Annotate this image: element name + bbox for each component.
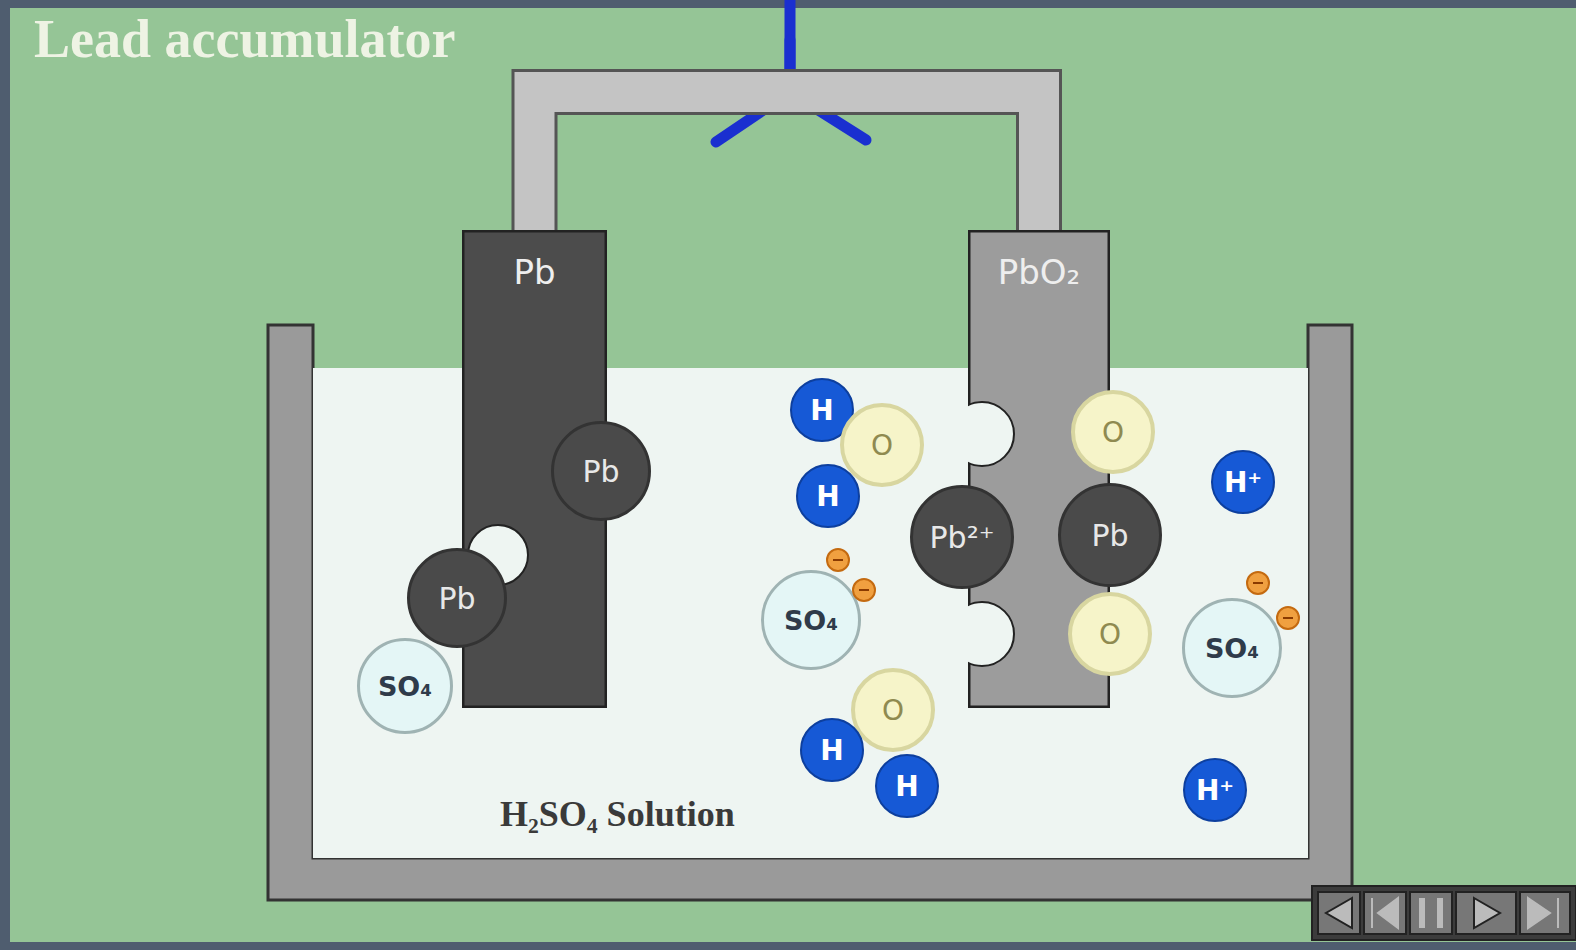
player-controls [1312,886,1576,940]
oxygen-atom: O [851,668,935,752]
oxygen-atom: O [1068,592,1152,676]
lead-atom: Pb [1058,483,1162,587]
particle-symbol: Pb [582,454,619,489]
negative-charges [827,549,1299,629]
hydrogen-atom: H [800,718,864,782]
hydrogen-atom: H⁺ [1211,450,1275,514]
hydrogen-atom: H [796,464,860,528]
hydrogen-atom: H [875,754,939,818]
diagram-title: Lead accumulator [34,8,455,70]
oxygen-atom: O [1071,390,1155,474]
lead-atom: Pb [407,548,507,648]
particle-symbol: Pb²⁺ [930,520,995,555]
tank [268,325,1352,900]
electrode-label: PbO₂ [998,252,1080,292]
solution-label: H₂SO₄ Solution [500,793,735,835]
particle-symbol: SO₄ [784,605,838,636]
sulfate-ion: SO₄ [1182,598,1282,698]
particle-symbol: H⁺ [1196,774,1234,807]
particle-symbol: O [871,429,893,462]
particle-symbol: SO₄ [1205,633,1259,664]
sulfate-ion: SO₄ [761,570,861,670]
particle-symbol: H [895,770,918,803]
particle-symbol: H [820,734,843,767]
background [10,8,1576,942]
minus-marks [833,560,1293,618]
particle-symbol: H⁺ [1224,466,1262,499]
particle-symbol: H [810,394,833,427]
hydrogen-atom: H⁺ [1183,758,1247,822]
lead-atom: Pb²⁺ [910,485,1014,589]
particle-symbol: Pb [1091,518,1128,553]
particle-symbol: O [1102,416,1124,449]
sulfate-ion: SO₄ [357,638,453,734]
external-wire [535,92,1040,232]
particle-symbol: O [882,694,904,727]
particle-symbol: SO₄ [378,671,432,702]
particle-symbol: Pb [438,581,475,616]
electrode-label: Pb [513,252,555,292]
oxygen-atom: O [840,403,924,487]
particle-symbol: O [1099,618,1121,651]
particle-symbol: H [816,480,839,513]
lead-atom: Pb [551,421,651,521]
